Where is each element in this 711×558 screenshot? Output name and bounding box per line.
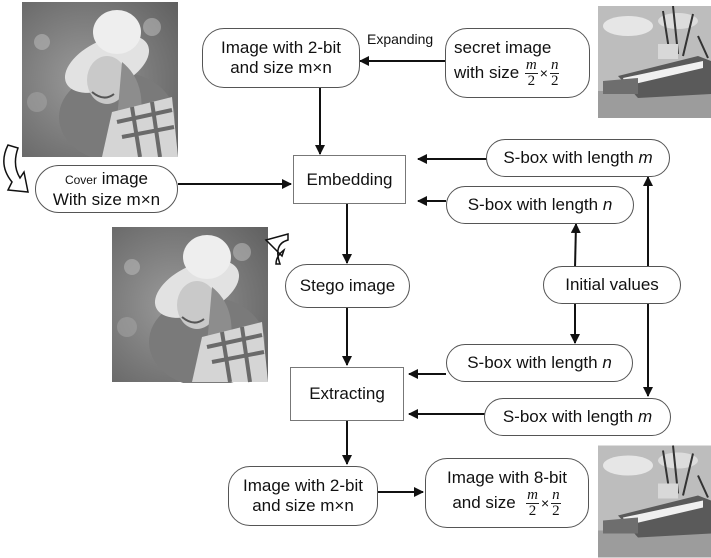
sbox-var: m — [638, 148, 653, 167]
node-label: Initial values — [565, 275, 659, 294]
node-label: S-box with length m — [503, 148, 652, 168]
node-sbox-m-bottom: S-box with length m — [484, 398, 671, 436]
node-sbox-m-top: S-box with length m — [486, 139, 670, 177]
sbox-prefix: S-box with length — [467, 195, 603, 214]
secret-photo — [598, 6, 711, 118]
node-cover-image: Cover image With size m×n — [35, 165, 178, 213]
frac-num: n — [549, 56, 560, 74]
sbox-prefix: S-box with length — [503, 148, 639, 167]
node-text-line1: Image with 8-bit — [447, 467, 567, 487]
recovered-photo — [598, 445, 711, 558]
node-text-line2: With size m×n — [52, 189, 161, 209]
node-sbox-n-bottom: S-box with length n — [446, 344, 633, 382]
sbox-var: n — [602, 353, 612, 372]
curved-arrow-cover-icon — [3, 144, 29, 193]
node-stego-image: Stego image — [285, 264, 410, 308]
frac-num: m — [524, 56, 538, 74]
cover-word: Cover — [64, 172, 97, 187]
node-label: S-box with length m — [503, 407, 652, 427]
frac-den: 2 — [527, 72, 536, 89]
edge-label-expanding: Expanding — [367, 31, 434, 47]
frac-den: 2 — [528, 502, 537, 519]
frac-den: 2 — [550, 72, 559, 89]
node-text-line1: Cover image — [65, 169, 148, 190]
node-image-2bit-top: Image with 2-bit and size m×n — [202, 28, 360, 88]
node-label: Extracting — [309, 384, 385, 403]
node-label: Embedding — [306, 169, 393, 189]
sbox-var: m — [637, 407, 653, 426]
size-prefix: and size — [452, 492, 516, 512]
frac-den: 2 — [552, 502, 560, 519]
node-text-line1: Image with 2-bit — [243, 476, 363, 495]
node-text-line1: Image with 2-bit — [221, 38, 341, 57]
node-extracting: Extracting — [290, 367, 404, 421]
times-sign: × — [539, 65, 548, 81]
node-image-2bit-bottom: Image with 2-bit and size m×n — [228, 466, 378, 526]
size-prefix: with size — [454, 62, 520, 82]
edge-initial-to-sboxn-top — [570, 223, 581, 269]
node-embedding: Embedding — [293, 155, 406, 204]
frac-num: n — [551, 486, 561, 504]
stego-photo — [112, 226, 268, 383]
node-text-line2: and size m×n — [230, 58, 332, 77]
node-sbox-n-top: S-box with length n — [446, 186, 634, 224]
sbox-prefix: S-box with length — [502, 407, 638, 426]
times-sign: × — [540, 495, 550, 511]
image-word: image — [96, 168, 149, 188]
frac-num: m — [526, 486, 539, 504]
node-initial-values: Initial values — [543, 266, 681, 304]
curved-arrow-stego-icon — [264, 233, 289, 265]
node-label: S-box with length n — [467, 353, 612, 373]
sbox-var: n — [602, 195, 613, 214]
node-label: Stego image — [299, 276, 396, 295]
node-text-line1: secret image — [454, 37, 552, 57]
node-text-line2: and size m×n — [252, 496, 354, 515]
cover-photo — [22, 2, 178, 157]
node-label: S-box with length n — [468, 195, 613, 215]
sbox-prefix: S-box with length — [467, 353, 603, 372]
